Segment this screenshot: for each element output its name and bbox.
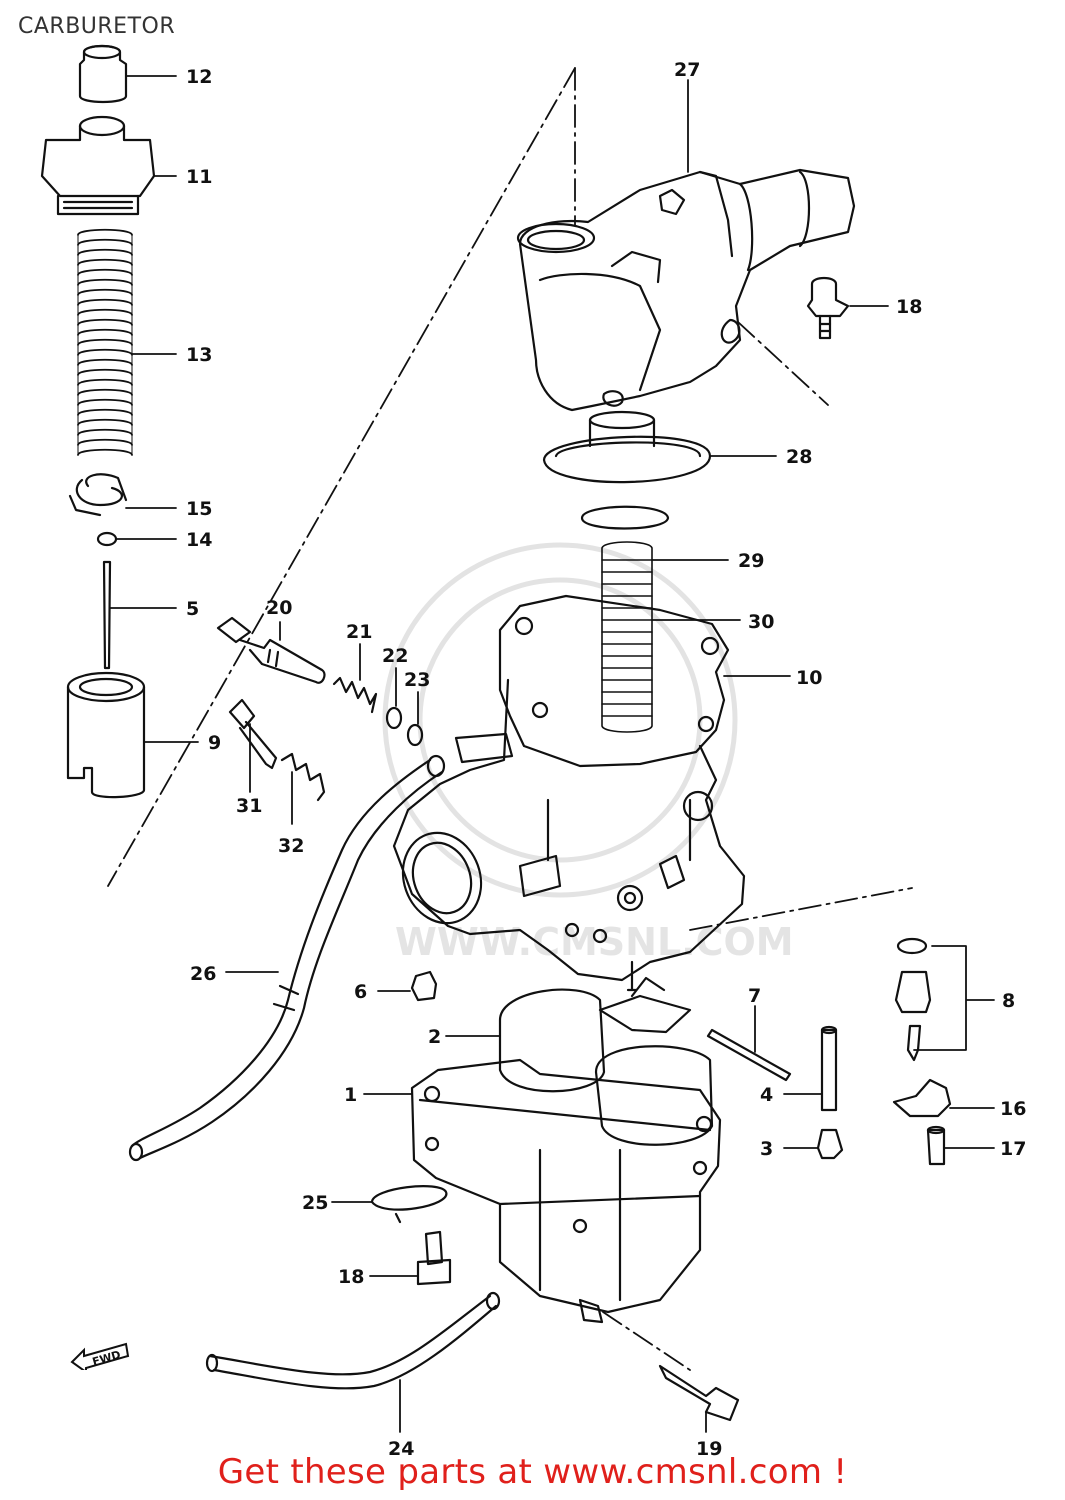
callout-19: 19: [696, 1438, 722, 1460]
diagram-title: CARBURETOR: [18, 14, 176, 39]
watermark-text: WWW.CMSNL.COM: [395, 920, 794, 964]
callout-4: 4: [760, 1084, 773, 1106]
callout-14: 14: [186, 529, 212, 551]
callout-1: 1: [344, 1084, 357, 1106]
carburetor-body: [392, 678, 746, 992]
callout-26: 26: [190, 963, 216, 985]
top-housing-part-27: [516, 168, 856, 412]
oring-part-23: [406, 723, 424, 747]
spring-part-21: [332, 676, 378, 714]
callout-9: 9: [208, 732, 221, 754]
callout-18-top: 18: [896, 296, 922, 318]
gasket-part-10: [498, 594, 730, 768]
callout-20: 20: [266, 597, 292, 619]
bolt-part-18-lower: [416, 1230, 452, 1286]
callout-12: 12: [186, 66, 212, 88]
fitting-part-3: [816, 1128, 844, 1160]
spring-part-30: [601, 541, 653, 733]
spring-part-32: [280, 752, 326, 802]
float-chamber-part-1: [410, 1058, 722, 1314]
callout-5: 5: [186, 598, 199, 620]
pin-part-7: [706, 1028, 792, 1082]
fwd-label: FWD: [91, 1348, 122, 1368]
needle-part-5: [102, 560, 112, 670]
hose-part-26: [128, 754, 446, 1162]
float-part-2: [498, 976, 714, 1146]
screw-part-17: [926, 1125, 946, 1166]
washer-part-22: [385, 706, 403, 730]
callout-labels: 12 11 13 15 14 5 9 20 21 22 23 31 32 27 …: [186, 59, 1026, 1460]
drain-hose-part-24: [205, 1291, 501, 1390]
clip-part-15: [68, 473, 128, 517]
cap-part-12: [78, 44, 128, 104]
lever-part-16: [892, 1078, 952, 1118]
screw-part-20: [216, 616, 326, 684]
jet-part-6: [410, 970, 438, 1002]
callout-6: 6: [354, 981, 367, 1003]
callout-11: 11: [186, 166, 212, 188]
diaphragm-part-28: [542, 410, 712, 484]
screw-part-31: [228, 698, 278, 770]
plate-part-29: [580, 505, 670, 530]
callout-28: 28: [786, 446, 812, 468]
callout-25: 25: [302, 1192, 328, 1214]
bolt-part-18-top: [806, 276, 850, 340]
leader-lines: [109, 75, 995, 1433]
callout-23: 23: [404, 669, 430, 691]
top-cover-part-11: [40, 115, 156, 216]
callout-3: 3: [760, 1138, 773, 1160]
drain-screw-part-19: [578, 1298, 740, 1422]
footer-link-text[interactable]: Get these parts at www.cmsnl.com !: [217, 1452, 848, 1492]
assembly-guide-lines: [107, 67, 913, 1371]
callout-29: 29: [738, 550, 764, 572]
forward-arrow-icon: FWD: [70, 1342, 130, 1370]
callout-17: 17: [1000, 1138, 1026, 1160]
callout-2: 2: [428, 1026, 441, 1048]
callout-32: 32: [278, 835, 304, 857]
callout-10: 10: [796, 667, 822, 689]
valve-assembly-part-8: [894, 937, 932, 1062]
callout-8: 8: [1002, 990, 1015, 1012]
tube-part-4: [820, 1025, 838, 1112]
callout-27: 27: [674, 59, 700, 81]
callout-21: 21: [346, 621, 372, 643]
callout-30: 30: [748, 611, 774, 633]
callout-24: 24: [388, 1438, 414, 1460]
washer-part-14: [96, 531, 118, 547]
callout-7: 7: [748, 985, 761, 1007]
callout-16: 16: [1000, 1098, 1026, 1120]
callout-13: 13: [186, 344, 212, 366]
spring-part-13: [77, 228, 133, 456]
callout-15: 15: [186, 498, 212, 520]
callout-31: 31: [236, 795, 262, 817]
slide-part-9: [66, 671, 146, 799]
oring-part-25: [370, 1185, 448, 1224]
callout-22: 22: [382, 645, 408, 667]
callout-18-lower: 18: [338, 1266, 364, 1288]
